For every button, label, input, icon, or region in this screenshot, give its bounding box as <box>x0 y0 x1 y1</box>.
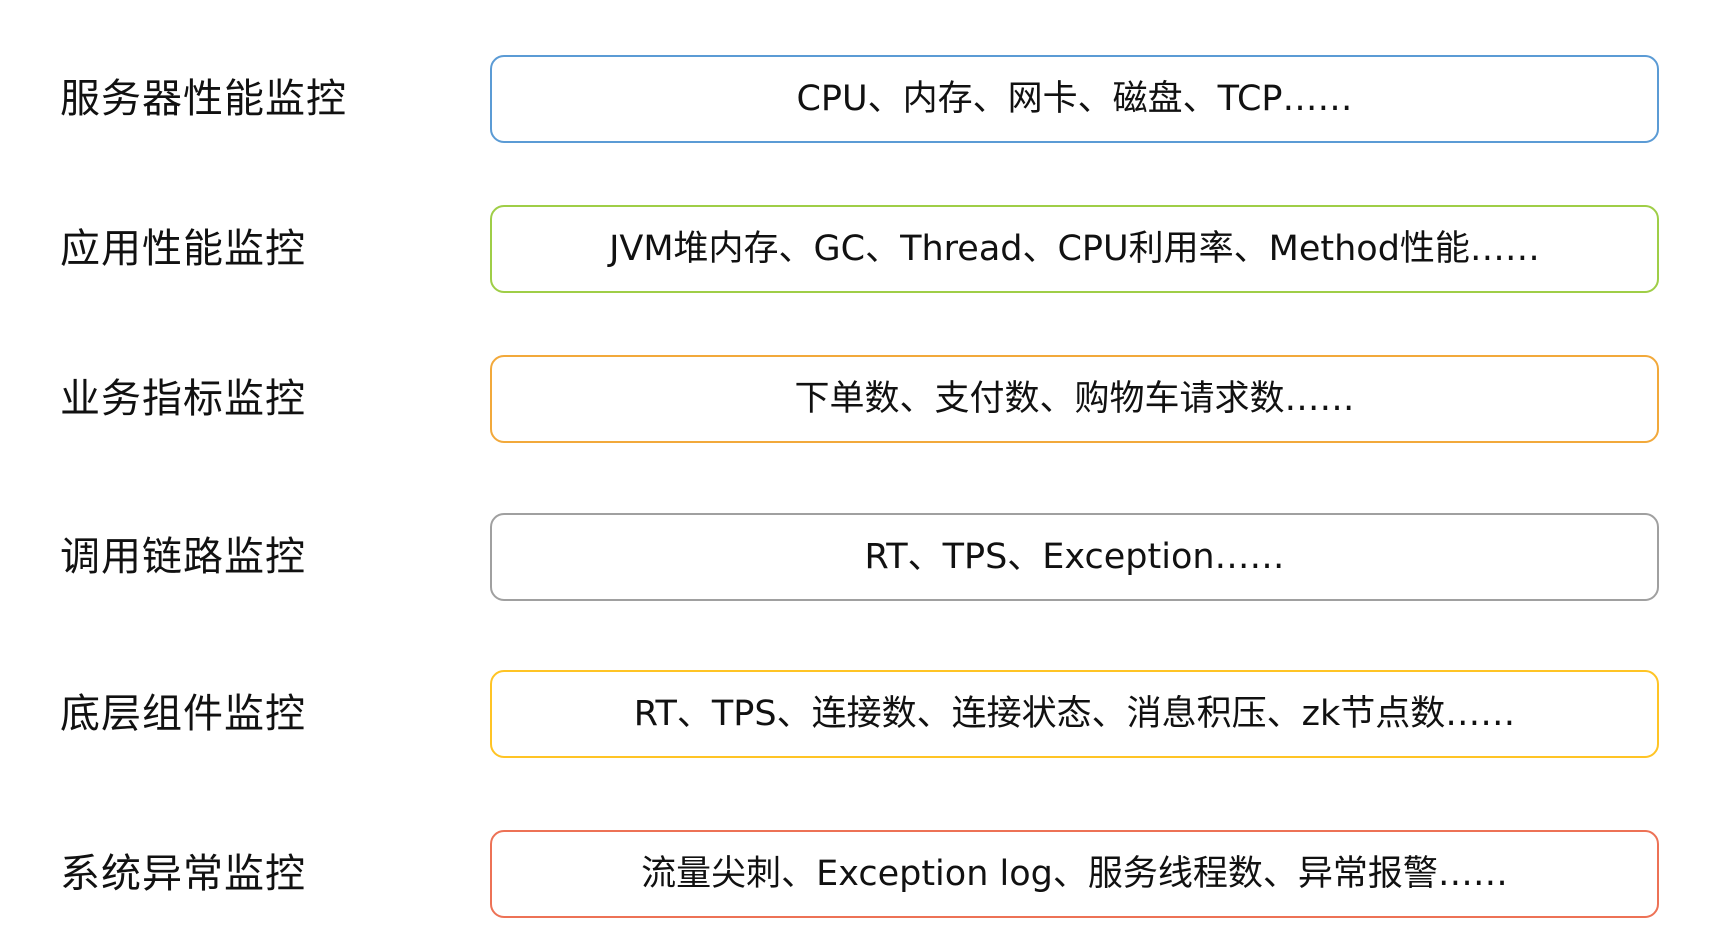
category-label: 底层组件监控 <box>60 691 306 737</box>
row-application-performance: 应用性能监控 JVM堆内存、GC、Thread、CPU利用率、Method性能…… <box>0 205 1719 293</box>
category-detail-box: CPU、内存、网卡、磁盘、TCP…… <box>490 55 1659 143</box>
category-detail-text: 下单数、支付数、购物车请求数…… <box>794 378 1355 419</box>
category-detail-box: RT、TPS、连接数、连接状态、消息积压、zk节点数…… <box>490 670 1659 758</box>
category-detail-text: CPU、内存、网卡、磁盘、TCP…… <box>796 78 1353 119</box>
category-label: 调用链路监控 <box>60 534 306 580</box>
category-detail-box: JVM堆内存、GC、Thread、CPU利用率、Method性能…… <box>490 205 1659 293</box>
category-detail-text: JVM堆内存、GC、Thread、CPU利用率、Method性能…… <box>609 228 1540 269</box>
row-call-chain: 调用链路监控 RT、TPS、Exception…… <box>0 513 1719 601</box>
category-detail-box: 下单数、支付数、购物车请求数…… <box>490 355 1659 443</box>
category-detail-text: RT、TPS、连接数、连接状态、消息积压、zk节点数…… <box>633 693 1516 734</box>
row-system-exceptions: 系统异常监控 流量尖刺、Exception log、服务线程数、异常报警…… <box>0 830 1719 918</box>
category-detail-text: RT、TPS、Exception…… <box>864 536 1285 577</box>
row-underlying-components: 底层组件监控 RT、TPS、连接数、连接状态、消息积压、zk节点数…… <box>0 670 1719 758</box>
row-business-metrics: 业务指标监控 下单数、支付数、购物车请求数…… <box>0 355 1719 443</box>
category-label: 系统异常监控 <box>60 851 306 897</box>
row-server-performance: 服务器性能监控 CPU、内存、网卡、磁盘、TCP…… <box>0 55 1719 143</box>
category-detail-text: 流量尖刺、Exception log、服务线程数、异常报警…… <box>641 853 1508 894</box>
category-detail-box: RT、TPS、Exception…… <box>490 513 1659 601</box>
category-detail-box: 流量尖刺、Exception log、服务线程数、异常报警…… <box>490 830 1659 918</box>
category-label: 应用性能监控 <box>60 226 306 272</box>
category-label: 业务指标监控 <box>60 376 306 422</box>
category-label: 服务器性能监控 <box>60 76 347 122</box>
